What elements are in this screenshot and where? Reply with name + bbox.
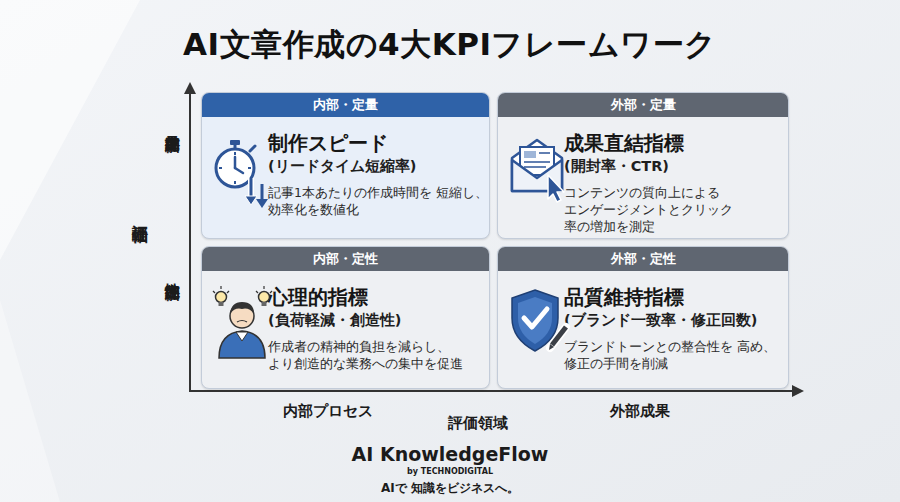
person-head bbox=[230, 304, 254, 328]
person-mouth bbox=[237, 321, 247, 323]
stopwatch-crown bbox=[230, 140, 240, 145]
light-ray bbox=[227, 291, 229, 293]
envelope-flap bbox=[512, 160, 562, 191]
quadrant-header: 内部・定性 bbox=[202, 247, 489, 271]
letter-line bbox=[524, 166, 546, 168]
clock-hand bbox=[235, 168, 243, 173]
pencil-outline bbox=[550, 327, 566, 348]
axis-label: 定性的評価 bbox=[163, 270, 182, 275]
metric-title: 成果直結指標 bbox=[564, 130, 684, 157]
axis-label: 内部プロセス bbox=[248, 402, 408, 421]
pencil bbox=[552, 327, 566, 345]
cursor-arrow bbox=[548, 175, 564, 202]
metric-description: 記事1本あたりの作成時間を 短縮し、効率化を数値化 bbox=[268, 185, 490, 219]
metric-description: コンテンツの質向上による エンゲージメントとクリック 率の増加を測定 bbox=[564, 185, 786, 236]
light-streak bbox=[0, 0, 140, 260]
down-arrow bbox=[261, 184, 264, 201]
metric-title: 制作スピード bbox=[268, 130, 388, 157]
person-body bbox=[219, 331, 265, 358]
axis-label: 外部成果 bbox=[560, 402, 720, 421]
metric-subtitle: (負荷軽減・創造性) bbox=[268, 311, 401, 330]
envelope-icon bbox=[512, 140, 564, 202]
quadrant-header: 内部・定量 bbox=[202, 93, 489, 117]
quadrant-header: 外部・定量 bbox=[498, 93, 788, 117]
tick bbox=[248, 167, 251, 169]
metric-description: 作成者の精神的負担を減らし、 より創造的な業務への集中を促進 bbox=[268, 339, 490, 373]
metric-subtitle: (リードタイム短縮率) bbox=[268, 157, 416, 176]
light-ray bbox=[213, 291, 215, 293]
axis-label: 定量的評価 bbox=[163, 122, 182, 127]
light-ray bbox=[256, 291, 258, 293]
y-axis bbox=[189, 92, 191, 392]
quadrant-card: 外部・定量成果直結指標(開封率・CTR) コンテンツの質向上による エンゲージメン… bbox=[497, 92, 789, 239]
metric-title: 品質維持指標 bbox=[564, 284, 684, 311]
quadrant-card: 内部・定量制作スピード(リードタイム短縮率) 記事1本あたりの作成時間を 短縮し、… bbox=[201, 92, 490, 239]
down-arrowhead bbox=[256, 199, 268, 208]
down-arrow bbox=[250, 178, 253, 198]
metric-subtitle: (ブランド一致率・修正回数) bbox=[564, 311, 757, 330]
quadrant-header: 外部・定性 bbox=[498, 247, 788, 271]
letter-image bbox=[524, 151, 536, 158]
person-collar bbox=[236, 332, 248, 341]
envelope-body bbox=[512, 140, 562, 191]
lightbulb bbox=[259, 292, 270, 303]
letter-line bbox=[539, 152, 550, 154]
light-streak bbox=[0, 300, 60, 502]
down-arrowhead bbox=[245, 196, 257, 205]
lightbulb-base bbox=[262, 302, 267, 306]
clock-hand bbox=[234, 157, 237, 168]
person-icon bbox=[213, 286, 272, 358]
light-ray bbox=[270, 291, 272, 293]
brand-byline: by TECHNODIGITAL bbox=[350, 467, 550, 476]
check-mark bbox=[524, 309, 547, 327]
stopwatch-button bbox=[250, 146, 255, 151]
stopwatch-face bbox=[216, 149, 254, 187]
axis-arrowhead bbox=[184, 82, 196, 94]
shield-icon bbox=[512, 290, 566, 351]
stopwatch-icon bbox=[216, 140, 268, 208]
metric-subtitle: (開封率・CTR) bbox=[564, 157, 669, 176]
metric-description: ブランドトーンとの整合性を 高め、修正の手間を削減 bbox=[564, 339, 786, 373]
arrow-outline bbox=[248, 178, 254, 198]
x-axis bbox=[189, 390, 794, 392]
axis-arrowhead bbox=[792, 385, 804, 397]
axis-title: 評価領域 bbox=[398, 414, 558, 433]
shield bbox=[512, 290, 558, 351]
stopwatch-stem bbox=[234, 145, 237, 149]
person-hair bbox=[230, 302, 254, 314]
letter-line bbox=[524, 161, 550, 163]
shield-inner bbox=[518, 297, 552, 344]
light-ray bbox=[263, 286, 264, 289]
tick bbox=[234, 181, 236, 184]
lightbulb-base bbox=[219, 302, 224, 306]
letter-sheet bbox=[520, 147, 554, 175]
quadrant-card: 内部・定性心理的指標(負荷軽減・創造性) 作成者の精神的負担を減らし、 より創造的… bbox=[201, 246, 490, 389]
brand-name: AI KnowledgeFlow bbox=[250, 443, 650, 465]
lightbulb bbox=[216, 292, 227, 303]
light-ray bbox=[220, 286, 221, 289]
tick bbox=[219, 167, 222, 169]
axis-title: 評価軸 bbox=[129, 212, 150, 215]
title: AI文章作成の4大KPIフレームワーク bbox=[0, 24, 900, 66]
quadrant-card: 外部・定性品質維持指標(ブランド一致率・修正回数) ブランドトーンとの整合性を 高… bbox=[497, 246, 789, 389]
metric-title: 心理的指標 bbox=[268, 284, 368, 311]
pencil-tip bbox=[549, 344, 554, 350]
brand-tagline: AIで 知識をビジネスへ。 bbox=[250, 480, 650, 497]
tick bbox=[234, 152, 236, 155]
